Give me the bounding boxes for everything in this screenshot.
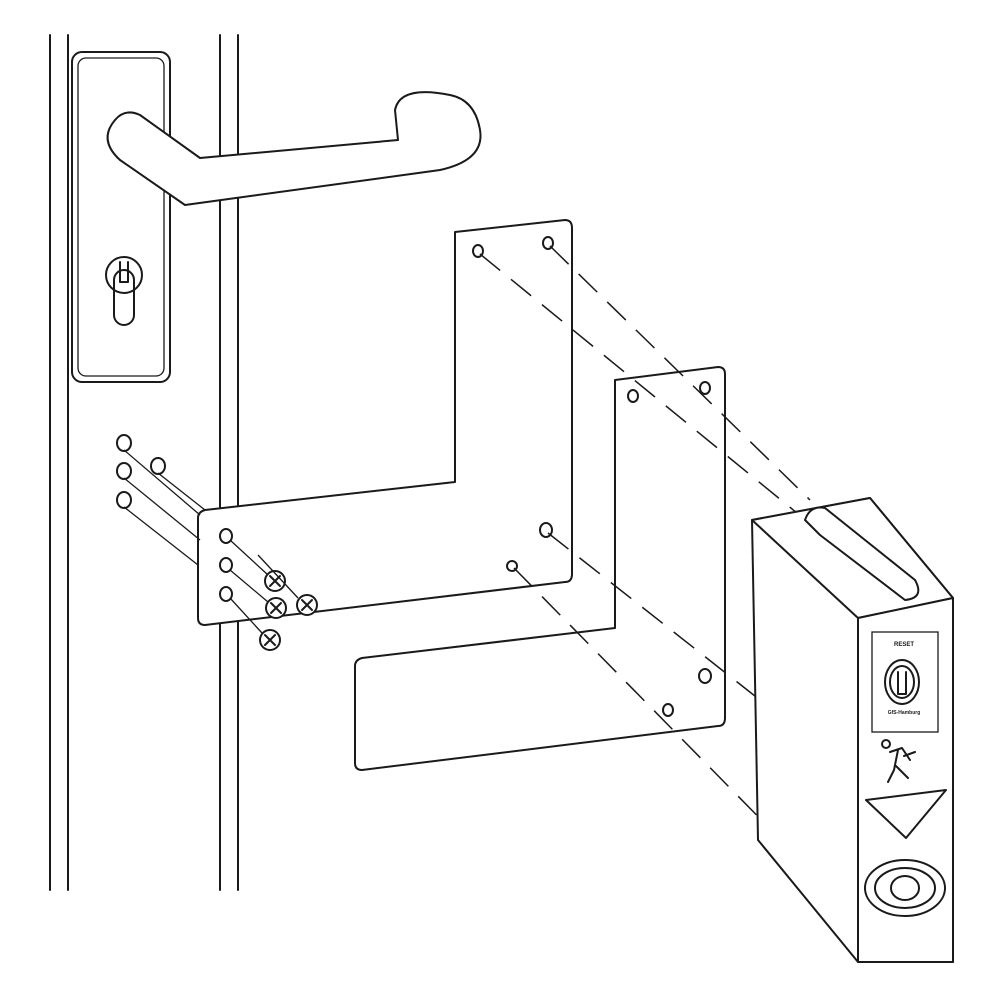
cylinder-lock-icon [105,256,143,326]
running-man-exit-icon [881,739,916,783]
plate-holes [219,236,554,602]
emergency-release-device: RESET GfS-Hamburg [751,497,954,963]
wall-plugs [116,434,206,566]
door-handle [71,51,482,383]
screws [229,539,318,651]
reset-key-switch[interactable] [884,659,920,705]
release-button[interactable] [864,859,946,917]
front-plate-holes [627,381,712,717]
reset-label: RESET [894,642,914,648]
brand-label: GfS-Hamburg [888,710,921,716]
mounting-plate-front [354,366,726,771]
alignment-lines [479,245,841,901]
arrow-down-icon [865,789,947,839]
